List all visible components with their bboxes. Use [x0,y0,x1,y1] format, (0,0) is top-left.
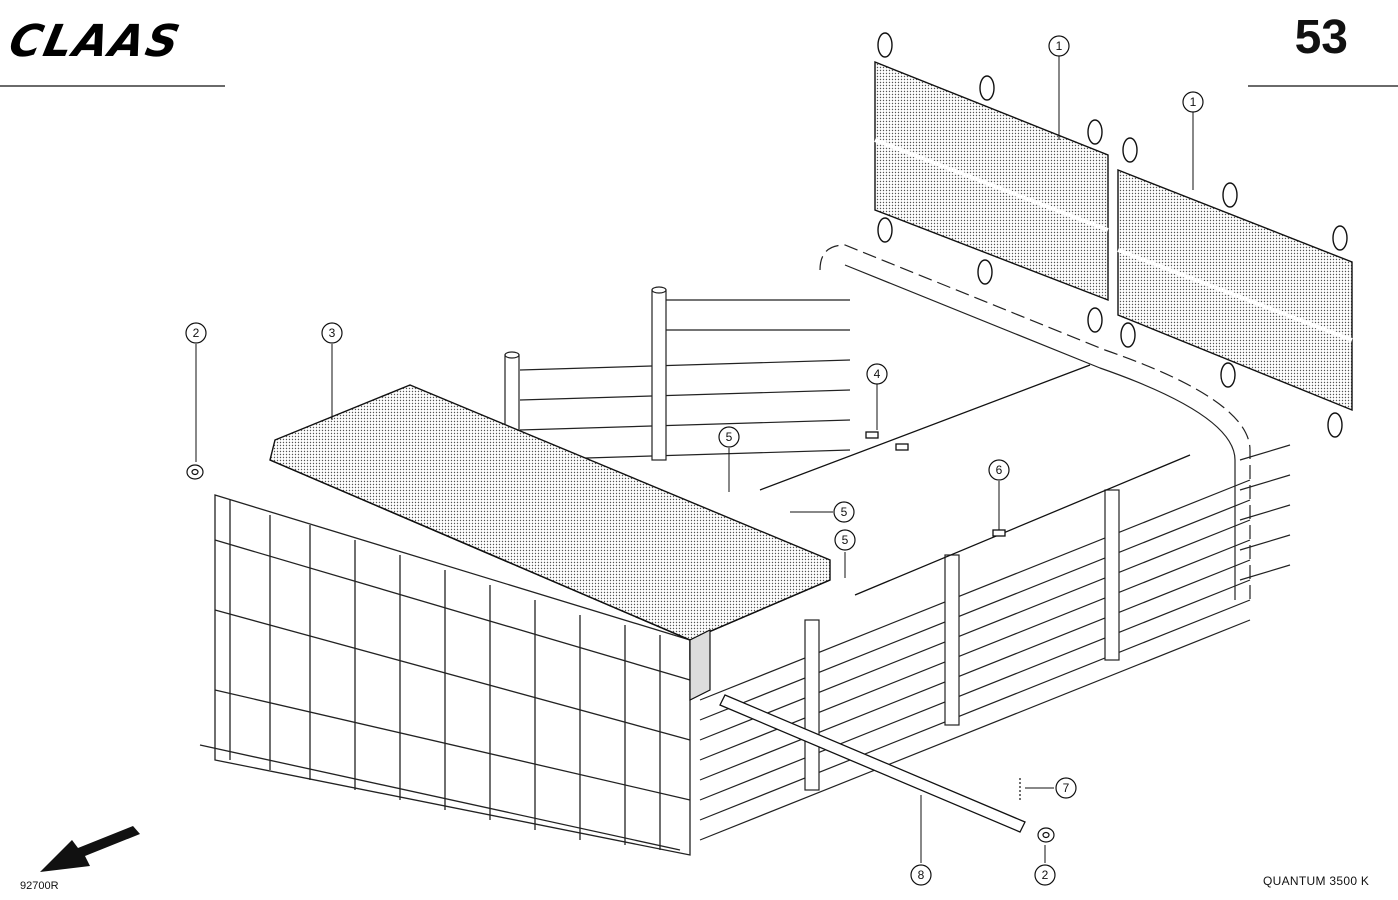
callout-5b: 5 [833,501,855,523]
far-side-rails [519,244,1291,600]
callout-4: 4 [866,363,888,385]
callout-label: 1 [1190,95,1197,109]
callout-label: 8 [918,868,925,882]
callout-label: 2 [193,326,200,340]
callout-5c: 5 [834,529,856,551]
callout-3: 3 [321,322,343,344]
callout-label: 5 [841,505,848,519]
callout-1a: 1 [1048,35,1070,57]
callout-7: 7 [1055,777,1077,799]
callout-label: 5 [726,430,733,444]
callout-label: 5 [842,533,849,547]
callout-label: 6 [996,463,1003,477]
page-number: 53 [1294,11,1348,64]
model-label: QUANTUM 3500 K [1263,874,1370,888]
callout-2b: 2 [1034,864,1056,886]
rear-panel [689,629,711,701]
callout-1b: 1 [1182,91,1204,113]
drawing-number: 92700R [20,880,59,892]
direction-arrow-icon [40,826,140,872]
callout-label: 3 [329,326,336,340]
tension-cables [759,364,1191,596]
callout-5a: 5 [718,426,740,448]
front-grid-panel [199,494,691,856]
callout-8: 8 [910,864,932,886]
callout-label: 1 [1056,39,1063,53]
callout-6: 6 [988,459,1010,481]
rear-rod [719,694,1026,833]
small-parts [186,464,1055,843]
side-tarps [874,32,1353,438]
right-side-rails [699,479,1251,841]
callout-label: 7 [1063,781,1070,795]
callout-label: 4 [874,367,881,381]
leader-lines [195,56,1194,863]
callout-label: 2 [1042,868,1049,882]
callout-2a: 2 [185,322,207,344]
